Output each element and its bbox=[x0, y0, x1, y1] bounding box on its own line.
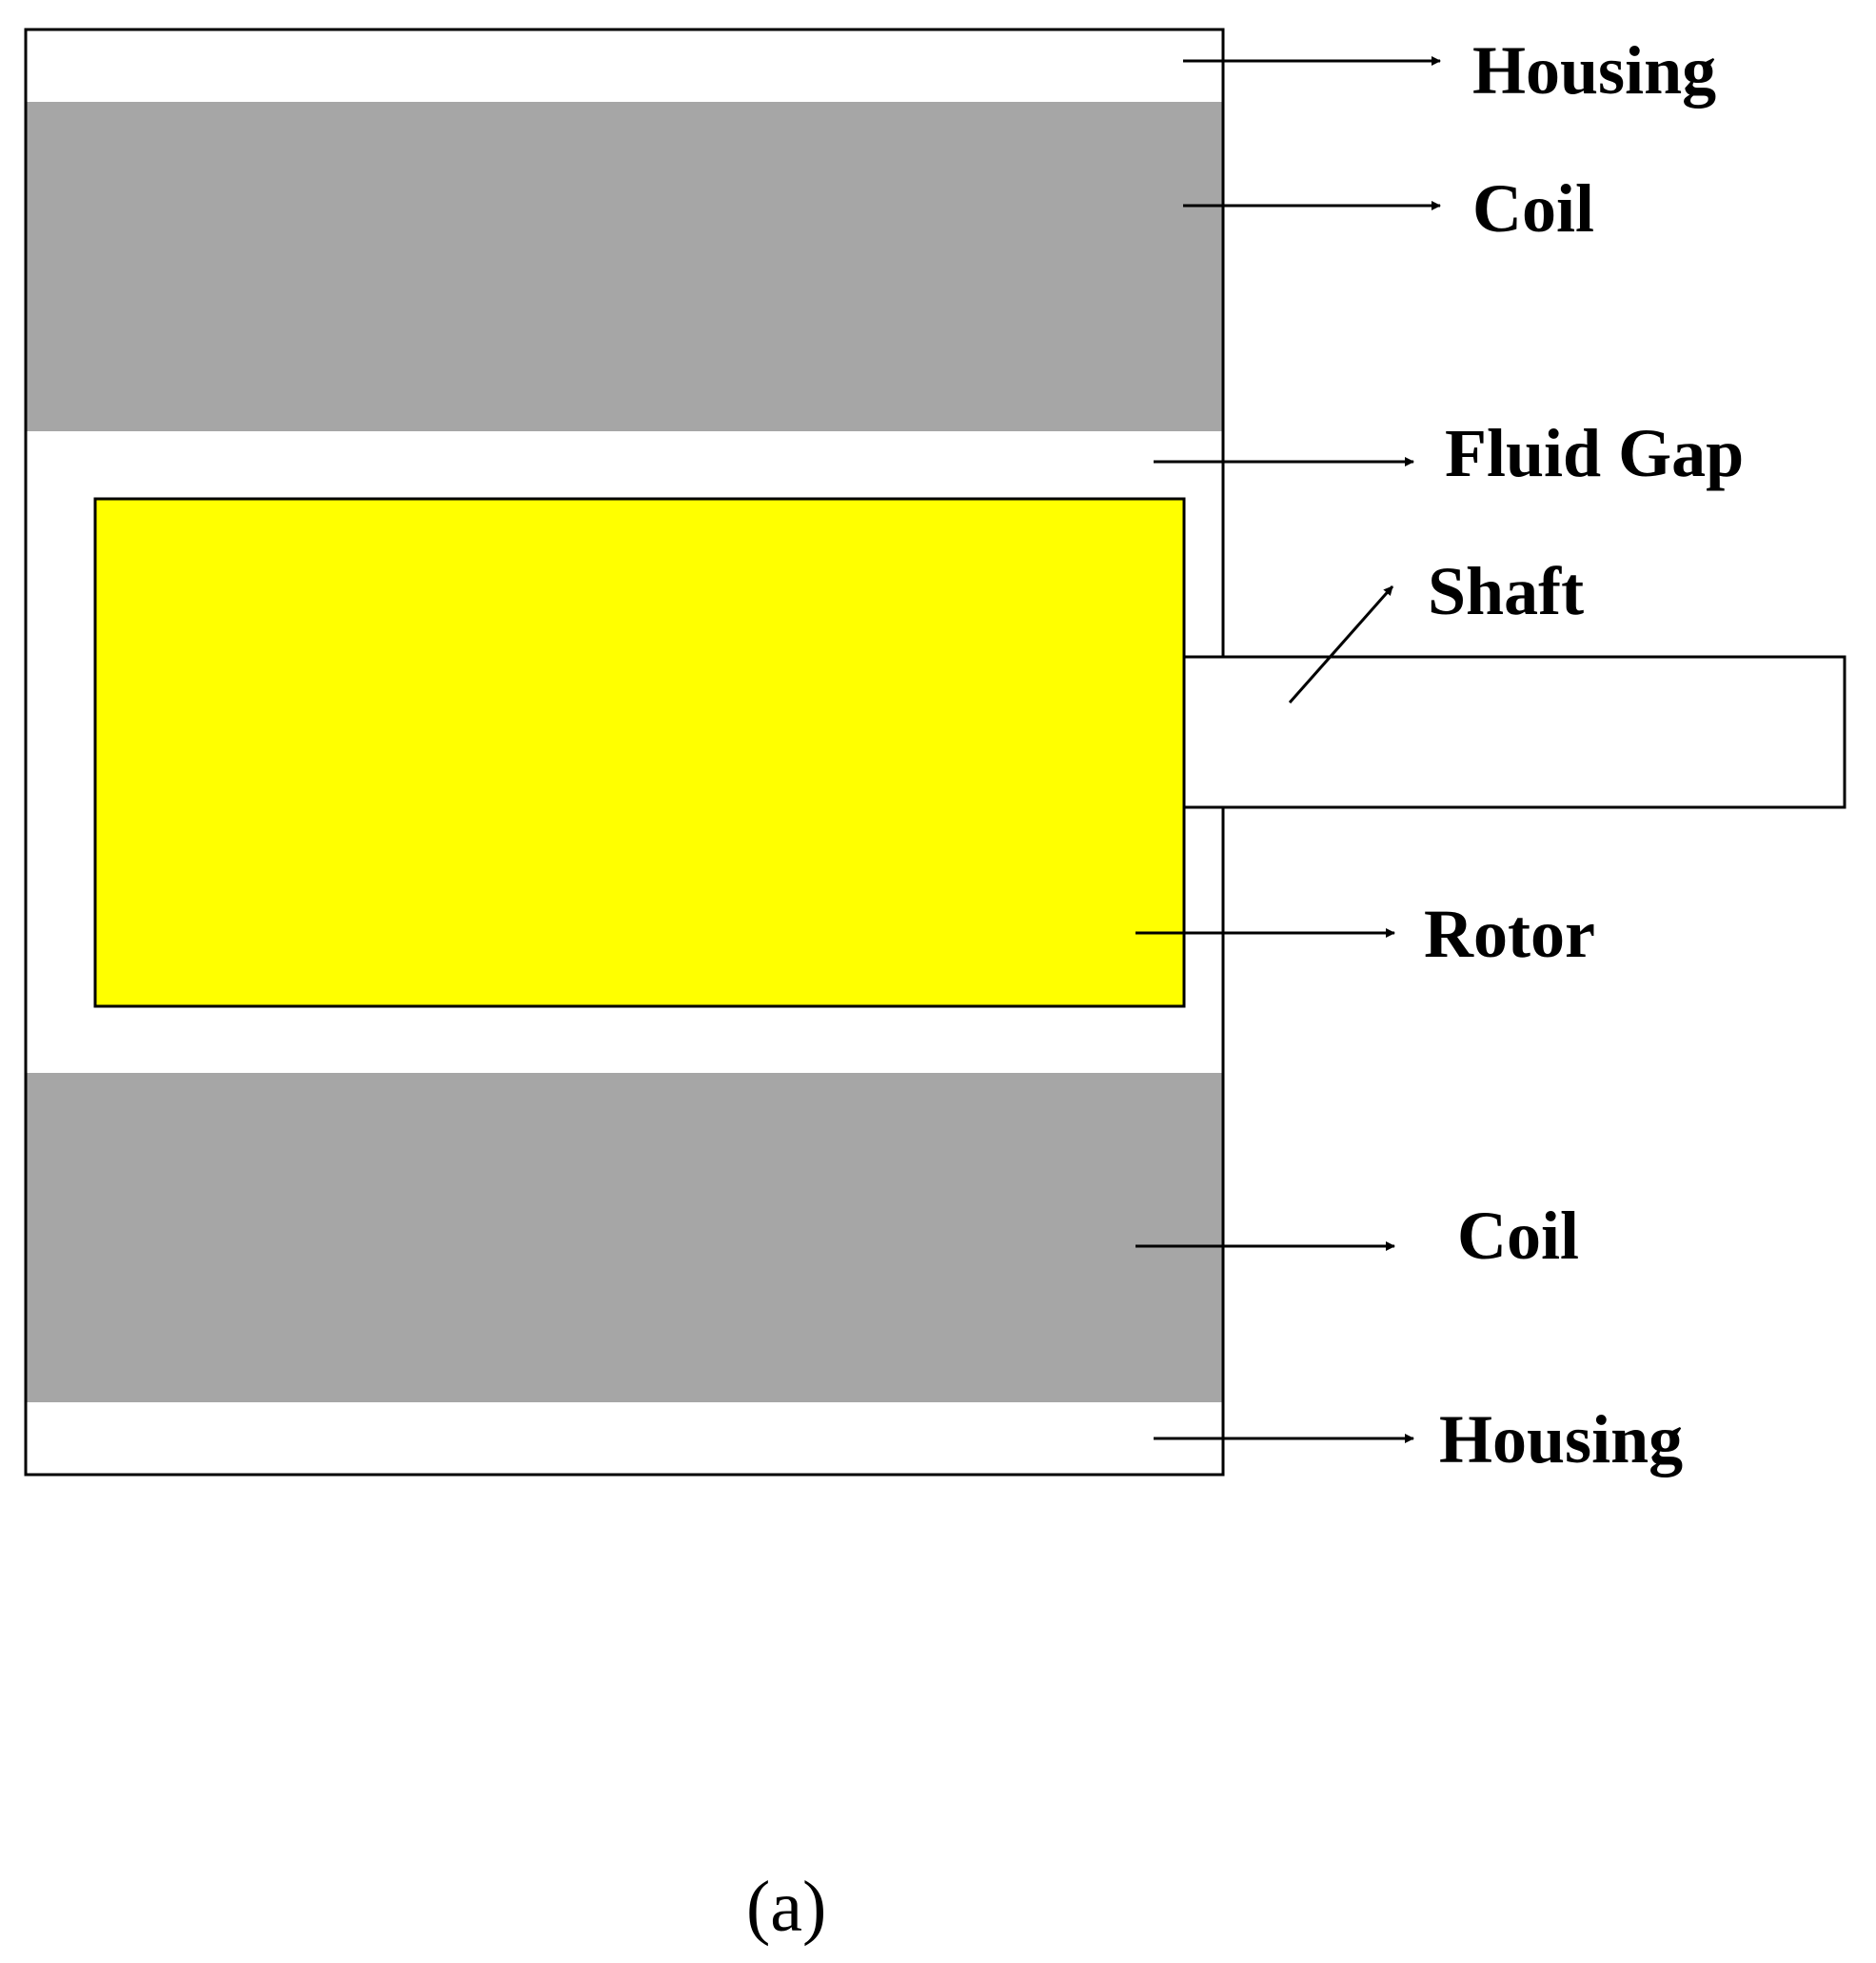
coil-bottom-label: Coil bbox=[1457, 1198, 1579, 1274]
rotor bbox=[93, 497, 1186, 1008]
housing-bottom-label: Housing bbox=[1439, 1401, 1683, 1477]
fluid-gap-label: Fluid Gap bbox=[1445, 415, 1744, 491]
housing-top-label: Housing bbox=[1472, 32, 1716, 109]
coil-bottom bbox=[26, 1073, 1223, 1402]
shaft bbox=[1181, 655, 1846, 809]
coil-top-label: Coil bbox=[1472, 170, 1594, 247]
coil-top bbox=[26, 102, 1223, 431]
rotor-label: Rotor bbox=[1424, 896, 1595, 972]
shaft-leader bbox=[1288, 585, 1394, 704]
figure-caption: (a) bbox=[746, 1867, 826, 1947]
shaft-label: Shaft bbox=[1428, 553, 1584, 629]
